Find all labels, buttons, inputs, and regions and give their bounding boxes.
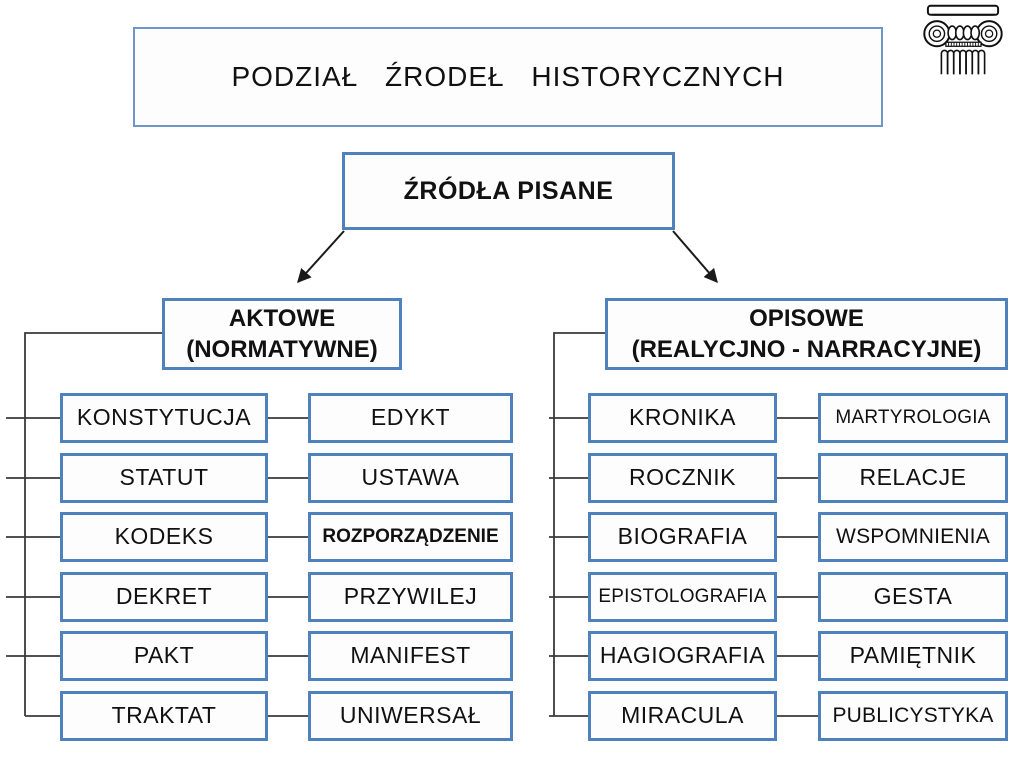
- root-node-label: ŹRÓDŁA PISANE: [403, 177, 614, 205]
- node-publicystyka: PUBLICYSTYKA: [818, 691, 1008, 741]
- node-pamietnik: PAMIĘTNIK: [818, 631, 1008, 681]
- root-node-written-sources: ŹRÓDŁA PISANE: [342, 152, 675, 230]
- branch-header-opisowe-line1: OPISOWE: [749, 304, 864, 332]
- branch-header-aktowe-line2: (NORMATYWNE): [186, 336, 378, 363]
- diagram-title: PODZIAŁ ŹRODEŁ HISTORYCZNYCH: [231, 61, 785, 93]
- node-rocznik: ROCZNIK: [588, 453, 777, 503]
- node-martyrologia: MARTYROLOGIA: [818, 393, 1008, 443]
- arrow-to-right-branch: [672, 230, 718, 284]
- node-gesta: GESTA: [818, 572, 1008, 622]
- ionic-column-icon: [923, 4, 1003, 75]
- diagram-title-box: PODZIAŁ ŹRODEŁ HISTORYCZNYCH: [133, 27, 883, 127]
- node-miracula: MIRACULA: [588, 691, 777, 741]
- node-pakt: PAKT: [60, 631, 268, 681]
- node-traktat: TRAKTAT: [60, 691, 268, 741]
- node-konstytucja: KONSTYTUCJA: [60, 393, 268, 443]
- branch-header-opisowe: OPISOWE (REALYCJNO - NARRACYJNE): [605, 298, 1008, 370]
- node-edykt: EDYKT: [308, 393, 513, 443]
- node-biografia: BIOGRAFIA: [588, 512, 777, 562]
- node-manifest: MANIFEST: [308, 631, 513, 681]
- node-relacje: RELACJE: [818, 453, 1008, 503]
- branch-header-aktowe-line1: AKTOWE: [228, 304, 336, 332]
- node-kronika: KRONIKA: [588, 393, 777, 443]
- node-ustawa: USTAWA: [308, 453, 513, 503]
- branch-header-opisowe-line2: (REALYCJNO - NARRACYJNE): [631, 336, 982, 363]
- arrow-to-left-branch: [297, 230, 345, 284]
- node-wspomnienia: WSPOMNIENIA: [818, 512, 1008, 562]
- node-epistolografia: EPISTOLOGRAFIA: [588, 572, 777, 622]
- node-przywilej: PRZYWILEJ: [308, 572, 513, 622]
- node-dekret: DEKRET: [60, 572, 268, 622]
- node-uniwersal: UNIWERSAŁ: [308, 691, 513, 741]
- node-statut: STATUT: [60, 453, 268, 503]
- branch-header-aktowe: AKTOWE (NORMATYWNE): [162, 298, 402, 370]
- node-kodeks: KODEKS: [60, 512, 268, 562]
- node-rozporzadzenie: ROZPORZĄDZENIE: [308, 512, 513, 562]
- node-hagiografia: HAGIOGRAFIA: [588, 631, 777, 681]
